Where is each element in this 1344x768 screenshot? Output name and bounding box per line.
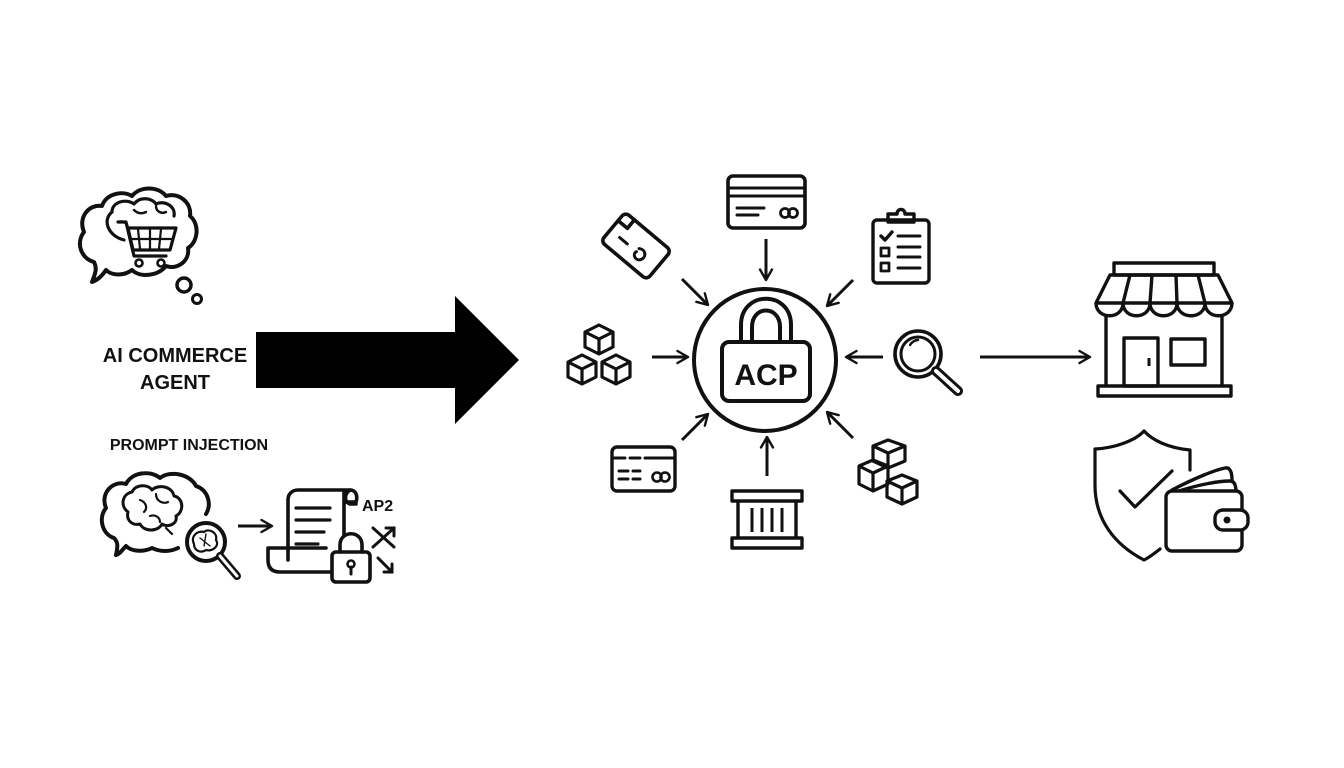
shuffle-arrows-icon <box>371 526 396 574</box>
acp-label: ACP <box>734 359 797 392</box>
storefront-icon <box>1094 261 1234 398</box>
padlock-icon <box>720 296 812 403</box>
cubes-icon <box>566 323 632 386</box>
card-tilted-icon <box>601 212 671 280</box>
credit-card-icon <box>610 445 677 493</box>
cubes-icon <box>857 438 919 506</box>
thought-bubble-brain-icon <box>99 471 211 557</box>
shield-check-icon <box>1093 429 1192 562</box>
clipboard-checklist-icon <box>871 207 931 285</box>
ap2-label: AP2 <box>362 498 394 515</box>
acp-hub: ACP <box>692 287 838 433</box>
shipping-container-icon <box>730 489 804 550</box>
thought-bubble-brain-cart-icon <box>77 186 203 305</box>
arrow-from-checklist <box>825 278 855 308</box>
agent-label-line2: AGENT <box>140 372 210 394</box>
wallet-icon <box>1164 466 1250 553</box>
credit-card-icon <box>726 174 807 230</box>
arrow-from-cubes-right <box>825 410 855 440</box>
magnifier-brain-icon <box>185 521 241 580</box>
arrow-from-card-bottom <box>680 412 710 442</box>
scroll-document-icon <box>266 488 359 574</box>
padlock-icon <box>330 531 372 584</box>
arrow-from-tilted-card <box>680 277 710 307</box>
hub-input-arrows <box>652 239 883 476</box>
big-right-arrow-icon <box>256 296 519 424</box>
agent-label: AI COMMERCE AGENT <box>50 343 300 397</box>
agent-label-line1: AI COMMERCE <box>102 345 248 367</box>
magnifier-icon <box>893 329 963 396</box>
prompt-injection-label: PROMPT INJECTION <box>109 437 269 454</box>
